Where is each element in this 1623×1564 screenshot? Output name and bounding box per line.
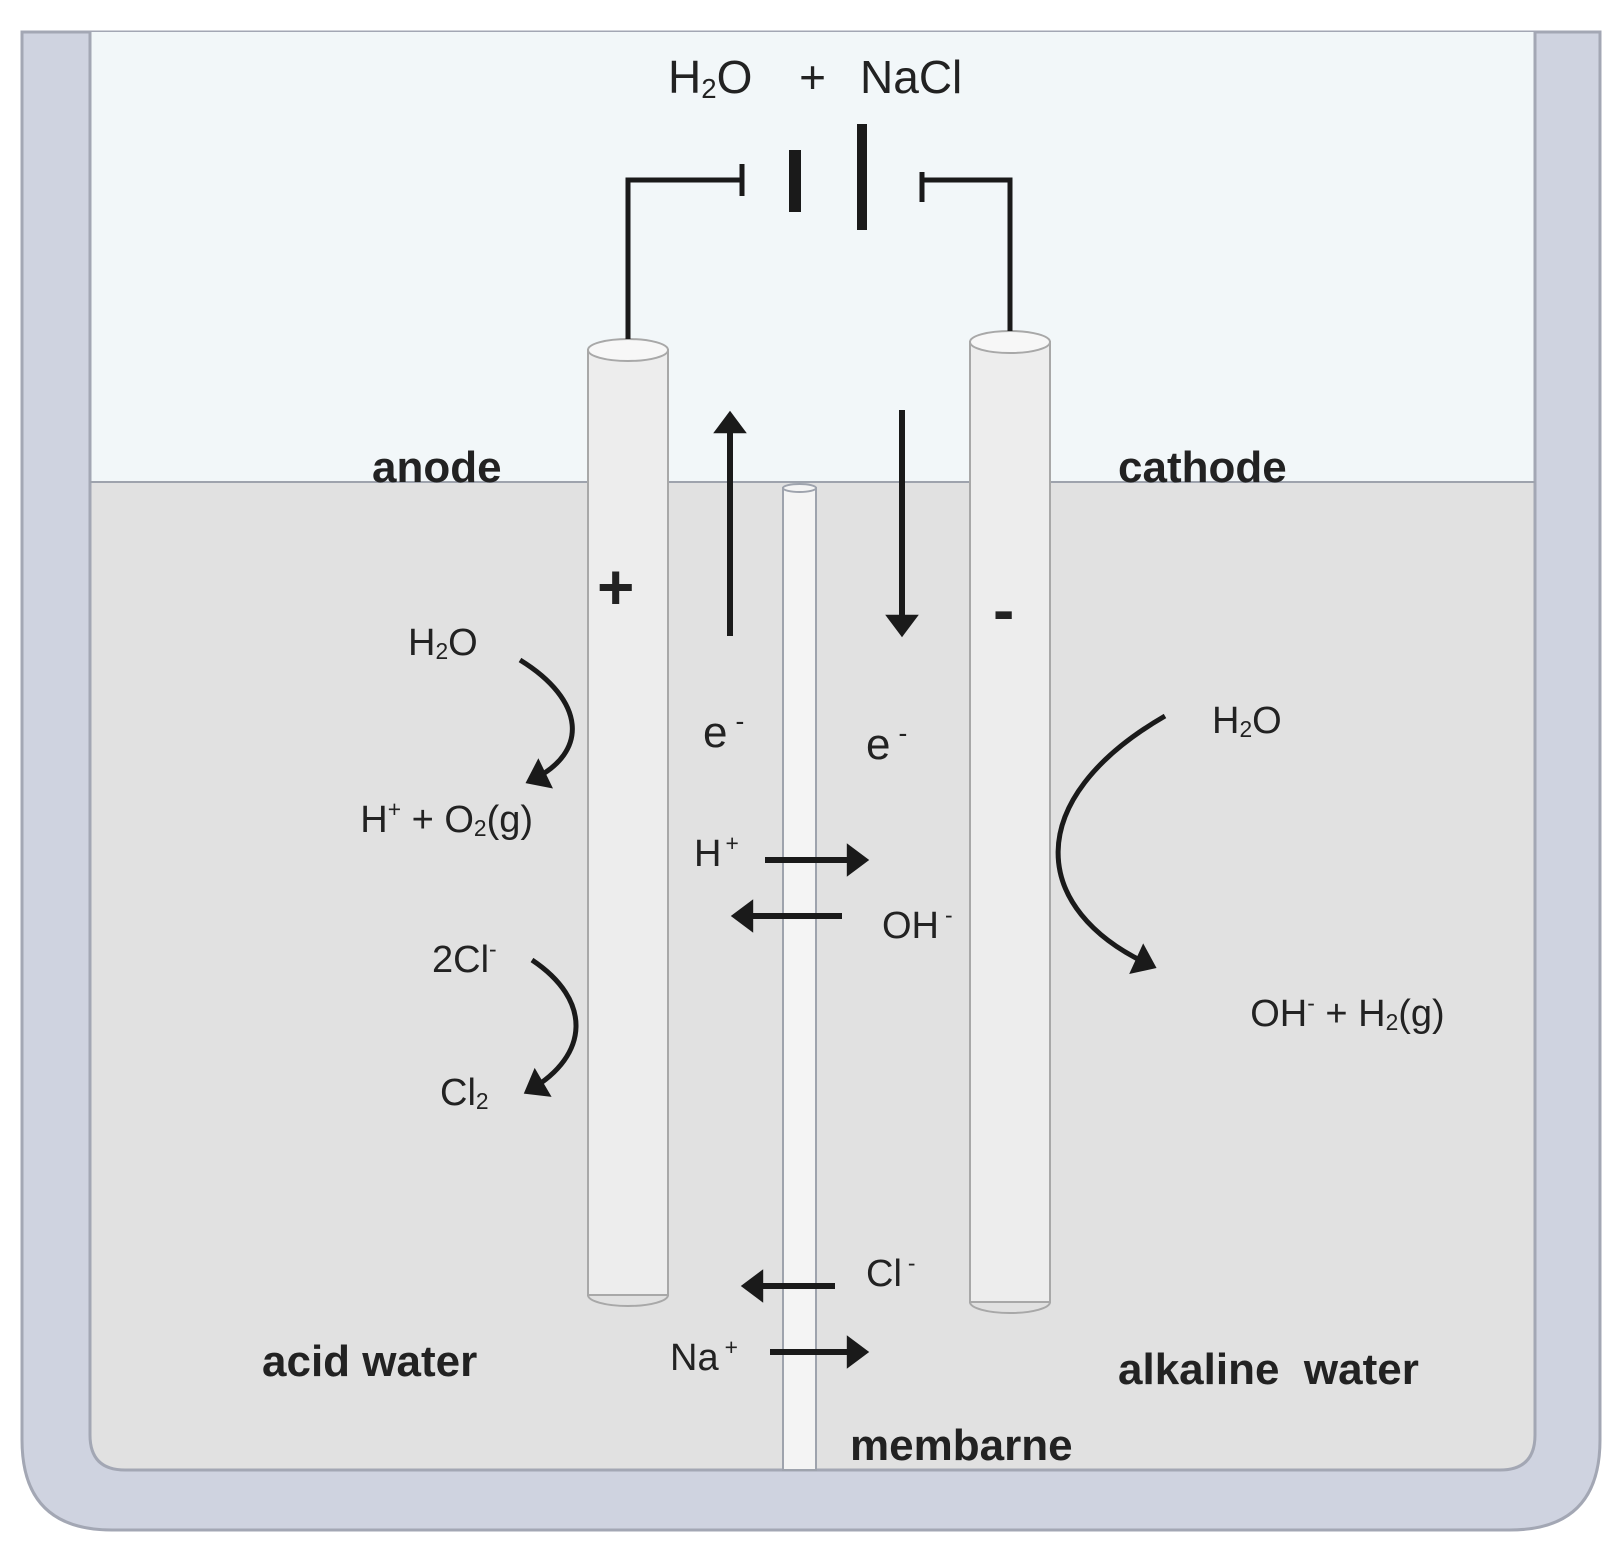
anode-plus-sign: + [597, 551, 635, 623]
membrane-label: membarne [850, 1421, 1073, 1470]
anode-wire [625, 177, 742, 339]
air-region [90, 32, 1535, 482]
anode-water-reaction-arrow [518, 657, 575, 789]
cathode-water-formula: H2O [1212, 700, 1282, 743]
anode-electrode-bottom [587, 1294, 669, 1307]
cathode-water-reaction-arrow [1055, 713, 1167, 974]
electron-right-label: e- [866, 718, 908, 770]
cathode-electrode-bottom [969, 1301, 1051, 1314]
membrane-top [782, 483, 817, 493]
cathode-electrode [969, 341, 1051, 1303]
anode-electrode-top [587, 338, 669, 362]
acid-water-label: acid water [262, 1337, 478, 1386]
naplus-label: Na+ [670, 1334, 738, 1379]
chlorine-formula: Cl2 [440, 1072, 489, 1115]
ohminus-label: OH- [882, 902, 953, 947]
chloride-formula: 2Cl- [432, 936, 497, 981]
cathode-electrode-top [969, 330, 1051, 354]
cathode-label: cathode [1118, 443, 1287, 492]
anode-electrode [587, 349, 669, 1296]
electron-left-label: e- [703, 706, 745, 758]
top-formula: H2O +NaCl [668, 51, 963, 104]
cathode-wire [922, 177, 1013, 331]
anode-water-formula: H2O [408, 622, 478, 665]
anode-product-formula: H+ + O2(g) [360, 796, 534, 841]
clminus-label: Cl- [866, 1250, 916, 1295]
chloride-reaction-arrow [523, 957, 579, 1097]
alkaline-water-label: alkaline water [1118, 1345, 1419, 1394]
cathode-product-formula: OH- + H2(g) [1250, 990, 1445, 1035]
cathode-minus-sign: - [993, 574, 1015, 646]
anode-label: anode [372, 443, 502, 492]
hplus-label: H+ [694, 830, 739, 875]
membrane-strip [782, 487, 817, 1471]
